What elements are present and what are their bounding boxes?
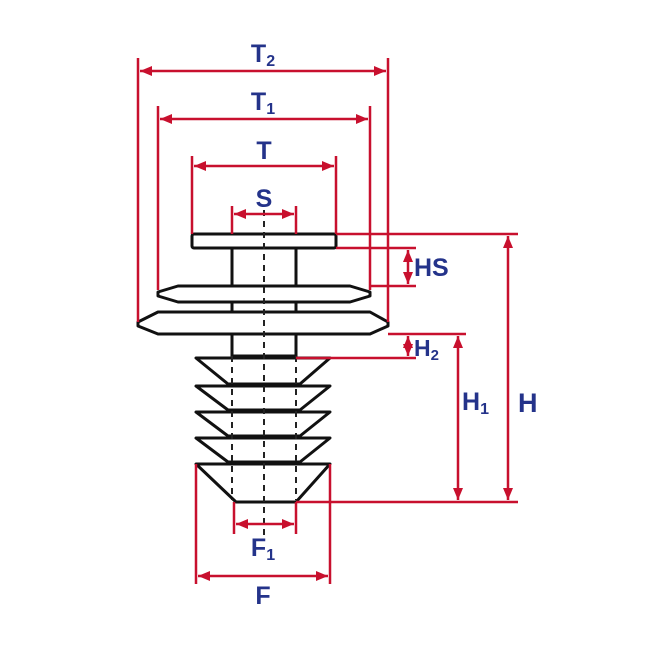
label-s: S <box>256 185 273 213</box>
label-t2: T2 <box>251 40 275 70</box>
label-t1: T1 <box>251 88 275 118</box>
dimension-lines <box>136 58 518 584</box>
label-hs: HS <box>414 254 449 282</box>
label-f: F <box>255 582 270 610</box>
label-t: T <box>256 137 271 165</box>
upper-flange <box>156 284 372 304</box>
core-hidden-lines <box>231 356 297 500</box>
label-h1: H1 <box>462 388 489 418</box>
fin-1 <box>194 356 332 386</box>
label-h: H <box>518 388 538 418</box>
label-h2: H2 <box>414 335 439 364</box>
label-f1: F1 <box>251 534 275 564</box>
